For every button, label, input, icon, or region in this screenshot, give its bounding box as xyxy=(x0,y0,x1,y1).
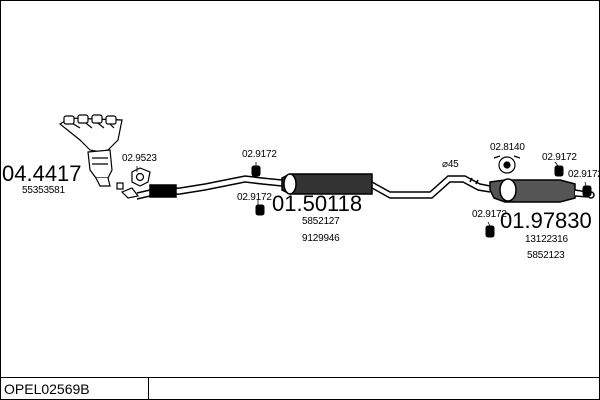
gasket-icon xyxy=(116,167,151,199)
centre-silencer-icon xyxy=(281,173,373,195)
manifold-icon xyxy=(58,114,123,187)
rear-ref-1: 13122316 xyxy=(525,234,568,245)
ring-part-number: 02.8140 xyxy=(490,142,525,153)
rear-silencer-icon xyxy=(489,178,595,203)
rear-part-number: 01.97830 xyxy=(500,208,592,233)
diagram-code: OPEL02569B xyxy=(4,381,90,397)
gasket-part-number: 02.9523 xyxy=(122,153,157,164)
hanger-c-part-number: 02.9172 xyxy=(542,152,577,163)
rear-pipe-icon xyxy=(371,175,491,199)
front-pipe-icon xyxy=(136,175,283,200)
code-box xyxy=(0,377,149,399)
ring-clamp-icon xyxy=(493,155,521,174)
hanger-e-part-number: 02.9172 xyxy=(472,209,507,220)
centre-part-number: 01.50118 xyxy=(272,191,363,216)
hanger-d-part-number: 02.9172 xyxy=(568,169,600,180)
manifold-part-number: 04.4417 xyxy=(2,161,82,186)
footer-divider xyxy=(0,377,600,378)
hanger-a-part-number: 02.9172 xyxy=(242,149,277,160)
leader-lines xyxy=(136,161,587,227)
hanger-b-part-number: 02.9172 xyxy=(237,192,272,203)
rear-ref-2: 5852123 xyxy=(527,250,565,261)
centre-ref-1: 5852127 xyxy=(302,216,340,227)
centre-ref-2: 9129946 xyxy=(302,233,340,244)
pipe-diameter: ⌀45 xyxy=(442,159,459,170)
manifold-ref-1: 55353581 xyxy=(22,185,65,196)
